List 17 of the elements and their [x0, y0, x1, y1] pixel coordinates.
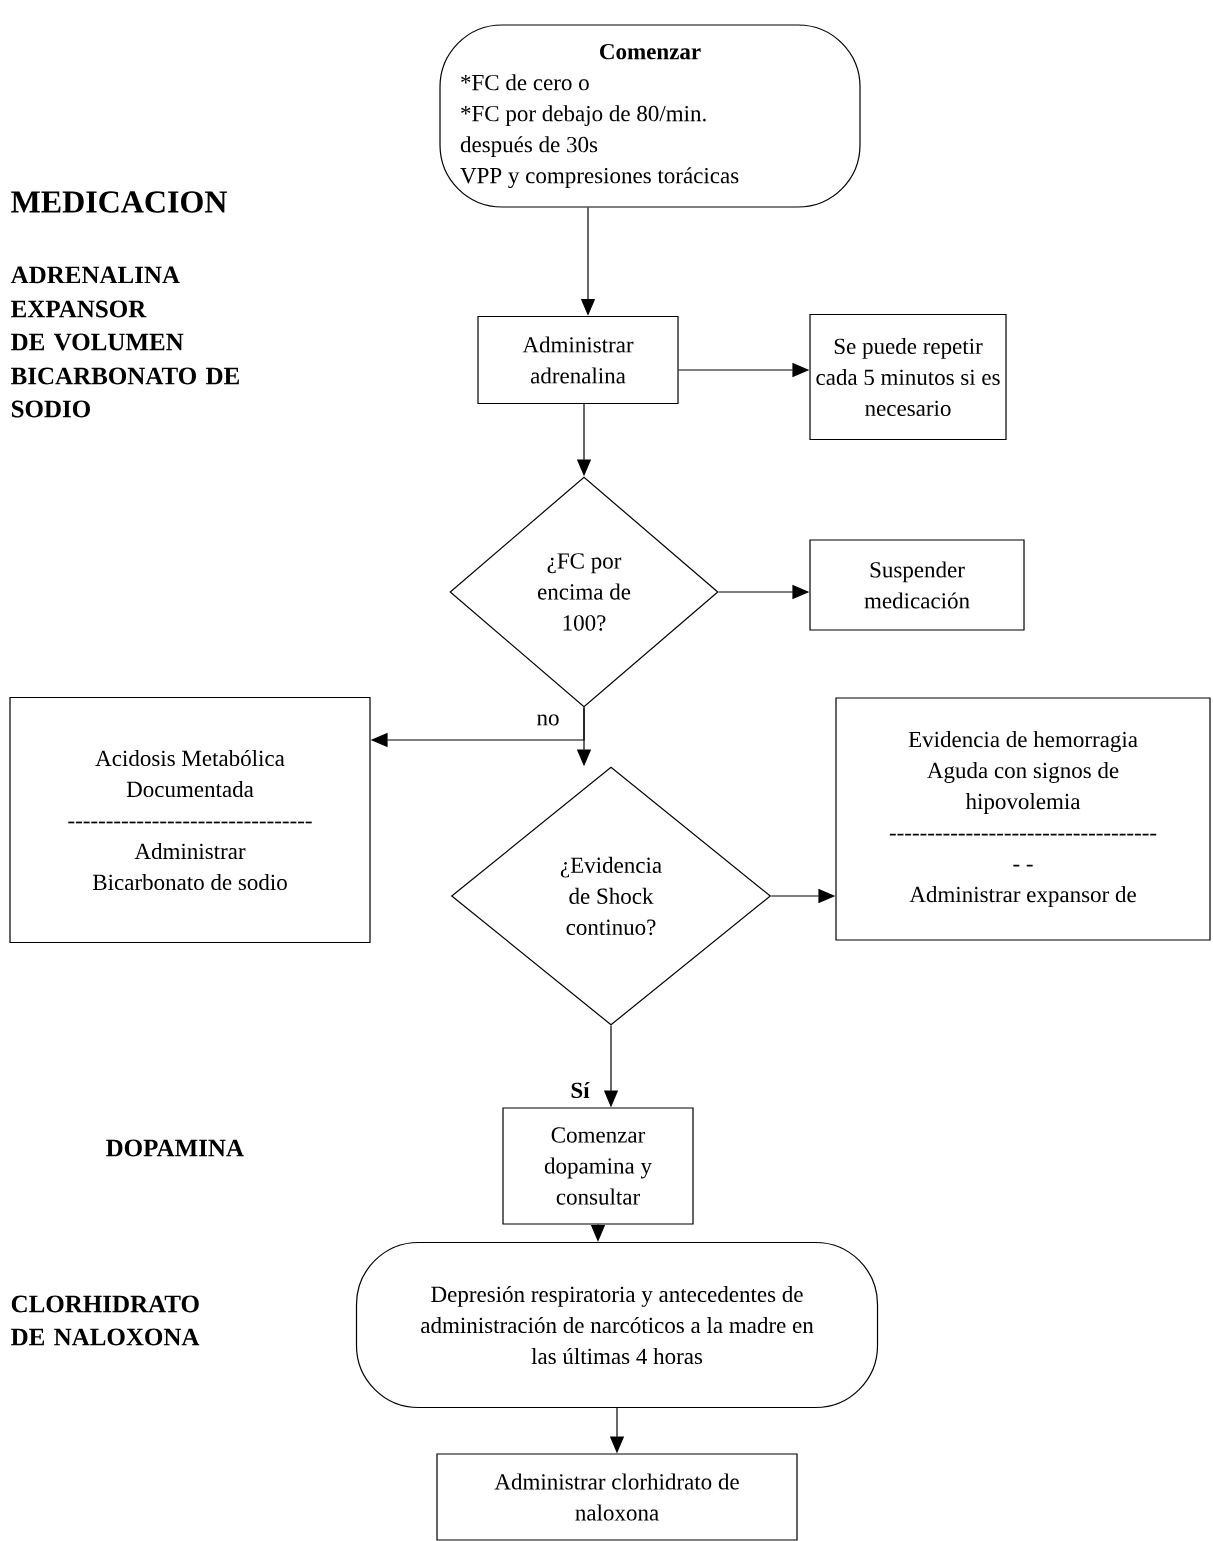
section-label: CLORHIDRATO DE NALOXONA — [11, 1295, 200, 1346]
rounded-box: Comenzar *FC de cero o *FC por debajo de 80/min. después de 30s VPP y compresiones torácicas — [439, 24, 861, 208]
section-label: DOPAMINA — [106, 1139, 244, 1157]
section-label: BICARBONATO DE SODIO — [11, 367, 239, 418]
heading: MEDICACION — [11, 191, 228, 213]
process-box: Se puede repetir cada 5 minutos si es necesario — [809, 313, 1007, 441]
section-label: EXPANSOR DE VOLUMEN — [11, 300, 184, 351]
process-box: Acidosis Metabólica Documentada -------------------------------- Administrar Bicarbonato de sodio — [9, 696, 371, 944]
process-box: Administrar clorhidrato de naloxona — [436, 1453, 798, 1541]
process-box: Suspender medicación — [809, 539, 1025, 631]
process-box: Administrar adrenalina — [477, 315, 679, 405]
process-box: Evidencia de hemorragia Aguda con signos de hipovolemia ------------------------------------ - Administrar expansor de — [835, 697, 1211, 941]
edge-label: Sí — [569, 1080, 591, 1100]
section-label: ADRENALINA — [10, 266, 180, 284]
process-box: Comenzar dopamina y consultar — [502, 1107, 694, 1225]
rounded-box: Depresión respiratoria y antecedentes de administración de narcóticos a la madre en las últimas 4 horas — [355, 1241, 879, 1409]
edge-label: no — [535, 713, 561, 727]
